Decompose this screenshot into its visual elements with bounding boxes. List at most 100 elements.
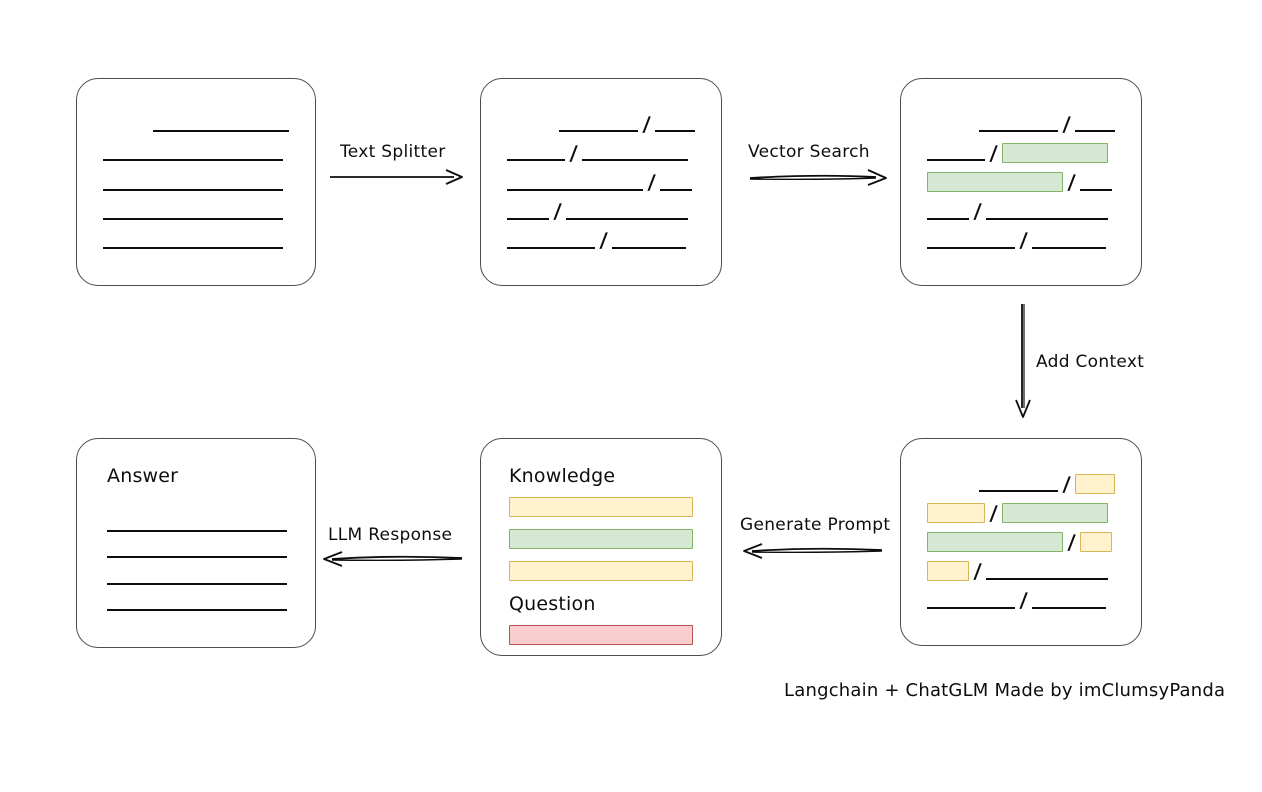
chunk-separator: / [599, 228, 609, 253]
arrow-llm-response [323, 551, 463, 567]
answer-box[interactable]: Answer [76, 438, 316, 648]
text-segment [107, 609, 287, 611]
document-line [107, 538, 289, 565]
document-line: / [927, 586, 1115, 615]
text-segment [986, 577, 1109, 580]
chunk-separator: / [989, 140, 999, 165]
context-chunk [1075, 473, 1115, 494]
text-segment [655, 130, 696, 133]
edge-label-generate-prompt: Generate Prompt [740, 515, 891, 535]
text-segment [1075, 130, 1116, 133]
document-line [103, 138, 289, 167]
text-segment [927, 217, 969, 220]
document-line [103, 226, 289, 255]
context-document-box[interactable]: / / / / / [900, 438, 1142, 646]
text-segment [927, 247, 1015, 250]
split-document-box[interactable]: / / / / / [480, 78, 722, 286]
arrow-vector-search [749, 169, 887, 186]
text-segment [103, 247, 283, 250]
arrow-generate-prompt [743, 543, 883, 559]
searched-document-lines: / / / / / [901, 79, 1141, 285]
prompt-box[interactable]: Knowledge Question [480, 438, 722, 656]
text-segment [507, 188, 643, 191]
text-segment [582, 159, 689, 162]
knowledge-bar-2 [509, 529, 693, 549]
text-segment [107, 529, 287, 532]
chunk-separator: / [1062, 111, 1072, 136]
document-line: / [507, 167, 695, 196]
text-segment [1032, 607, 1107, 610]
text-segment [986, 217, 1109, 220]
context-chunk [1080, 532, 1113, 552]
retrieved-chunk [927, 172, 1063, 192]
document-line: / [927, 109, 1116, 138]
chunk-separator: / [973, 199, 983, 224]
text-segment [507, 247, 595, 250]
chunk-separator: / [973, 559, 983, 584]
context-chunk [927, 502, 985, 523]
question-label: Question [509, 593, 596, 615]
split-document-lines: / / / / / [481, 79, 721, 285]
edge-label-vector-search: Vector Search [748, 142, 870, 162]
arrow-add-context [1015, 304, 1031, 418]
text-segment [507, 217, 549, 220]
document-line: / [507, 138, 695, 167]
text-segment [103, 159, 283, 162]
searched-document-box[interactable]: / / / / / [900, 78, 1142, 286]
text-segment [612, 247, 687, 250]
document-line: / [927, 167, 1115, 196]
arrow-text-splitter [330, 169, 463, 185]
answer-lines [77, 439, 315, 647]
context-document-lines: / / / / / [901, 439, 1141, 645]
chunk-separator: / [1062, 471, 1072, 496]
answer-label: Answer [107, 465, 179, 487]
chunk-separator: / [1067, 530, 1077, 554]
context-chunk [927, 561, 969, 582]
document-line [103, 167, 289, 196]
document-line [107, 511, 289, 538]
document-line: / [927, 197, 1115, 226]
prompt-panel: Knowledge Question [481, 439, 721, 655]
document-line [107, 564, 289, 591]
document-line [103, 109, 289, 138]
document-line: / [507, 197, 695, 226]
document-line: / [927, 498, 1115, 527]
text-segment [103, 217, 283, 220]
text-segment [927, 607, 1015, 610]
retrieved-chunk [927, 532, 1063, 552]
document-line: / [507, 109, 696, 138]
document-line: / [927, 138, 1115, 167]
source-document-lines [77, 79, 315, 285]
document-line: / [927, 527, 1115, 556]
text-segment [927, 159, 985, 162]
chunk-separator: / [1019, 588, 1029, 613]
text-segment [507, 159, 565, 162]
chunk-separator: / [569, 140, 579, 165]
text-segment [152, 130, 289, 133]
text-segment [979, 490, 1058, 493]
knowledge-label: Knowledge [509, 465, 616, 487]
document-line: / [927, 557, 1115, 586]
chunk-separator: / [642, 111, 652, 136]
edge-label-llm-response: LLM Response [328, 525, 453, 545]
knowledge-bar-3 [509, 561, 693, 581]
retrieved-chunk [1002, 142, 1109, 163]
retrieved-chunk [1002, 502, 1109, 523]
document-line: / [507, 226, 695, 255]
diagram-caption: Langchain + ChatGLM Made by imClumsyPand… [784, 680, 1226, 701]
question-bar-1 [509, 625, 693, 645]
document-line [107, 591, 289, 618]
chunk-separator: / [1067, 170, 1077, 194]
text-segment [1080, 188, 1113, 191]
source-document-box[interactable] [76, 78, 316, 286]
chunk-separator: / [553, 199, 563, 224]
text-segment [107, 582, 287, 585]
text-segment [566, 217, 689, 220]
text-segment [1032, 247, 1107, 250]
text-segment [107, 556, 287, 558]
text-segment [979, 130, 1059, 133]
text-segment [660, 188, 693, 191]
edge-label-text-splitter: Text Splitter [340, 142, 446, 162]
document-line [103, 197, 289, 226]
chunk-separator: / [1019, 228, 1029, 253]
